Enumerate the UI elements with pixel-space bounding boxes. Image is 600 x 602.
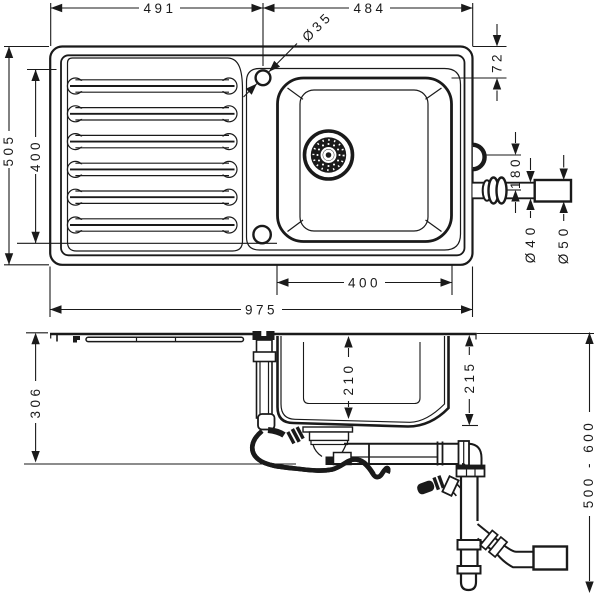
svg-text:500 - 600: 500 - 600 (581, 420, 596, 509)
svg-text:306: 306 (28, 385, 43, 418)
svg-text:180: 180 (508, 156, 523, 189)
svg-text:72: 72 (490, 51, 505, 73)
svg-text:505: 505 (1, 133, 16, 166)
svg-text:400: 400 (28, 139, 43, 172)
svg-text:Ø50: Ø50 (556, 224, 571, 265)
svg-text:491: 491 (143, 1, 176, 16)
svg-text:975: 975 (245, 303, 278, 318)
svg-text:484: 484 (353, 1, 386, 16)
svg-text:210: 210 (341, 362, 356, 395)
svg-text:400: 400 (348, 276, 381, 291)
svg-text:Ø40: Ø40 (523, 223, 538, 264)
svg-text:215: 215 (462, 360, 477, 393)
